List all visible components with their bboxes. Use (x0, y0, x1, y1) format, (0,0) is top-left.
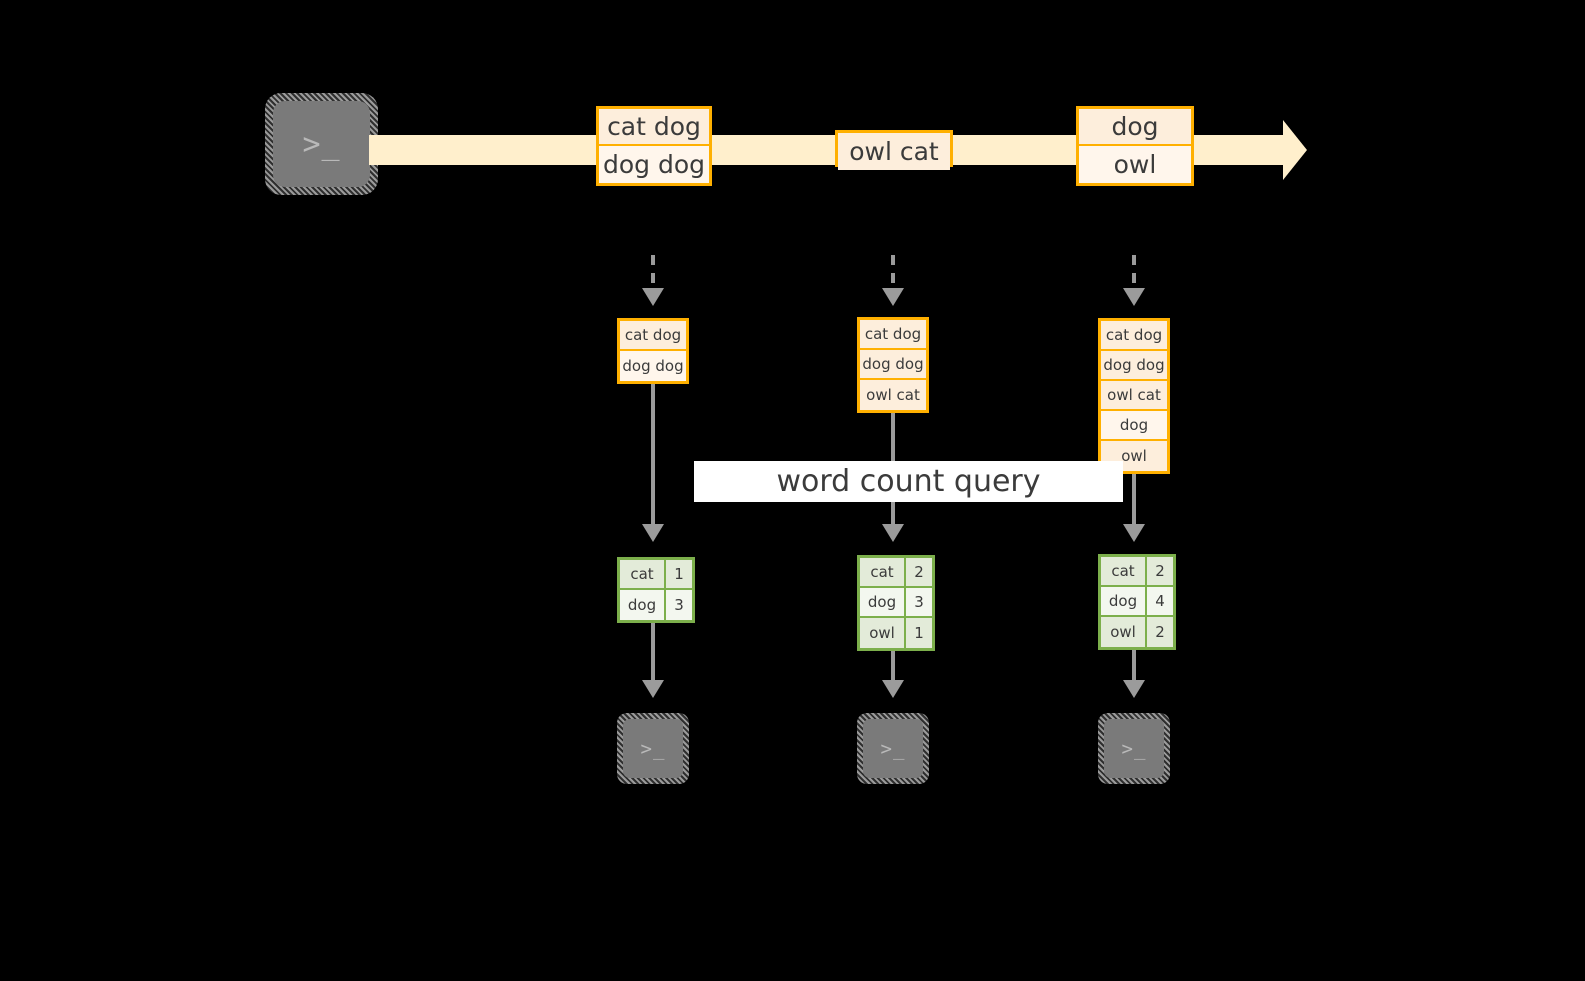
count-cell: 1 (666, 560, 692, 588)
count-cell: 2 (906, 558, 932, 586)
snapshot-1-input-table: cat dog dog dog (617, 318, 689, 384)
table-row: dog 3 (620, 590, 692, 620)
count-cell: 2 (1147, 557, 1173, 585)
snapshot-2-input-table: cat dog dog dog owl cat (857, 317, 929, 413)
stream-record-group-1: cat dog dog dog (596, 106, 712, 186)
terminal-face (623, 719, 683, 778)
terminal-prompt-glyph: >_ (640, 737, 666, 760)
snapshot-1-sink-arrowhead (642, 680, 664, 698)
terminal-face (1104, 719, 1164, 778)
input-line: dog dog (860, 350, 926, 380)
snapshot-3-query-arrowhead (1123, 524, 1145, 542)
word-cell: dog (860, 588, 906, 616)
count-cell: 2 (1147, 617, 1173, 647)
stream-record-line: dog (1079, 109, 1191, 146)
query-label-text: word count query (776, 464, 1041, 499)
input-line: cat dog (1101, 321, 1167, 351)
snapshot-3-tap-arrowhead (1123, 288, 1145, 306)
table-row: cat 2 (860, 558, 932, 588)
table-row: owl 1 (860, 618, 932, 648)
terminal-prompt-glyph: >_ (880, 737, 906, 760)
stream-arrowhead (1283, 120, 1307, 180)
word-cell: dog (620, 590, 666, 620)
word-cell: owl (1101, 617, 1147, 647)
snapshot-1-tap-arrowhead (642, 288, 664, 306)
snapshot-3-sink-arrowhead (1123, 680, 1145, 698)
snapshot-1-tap-line (651, 255, 655, 293)
snapshot-1-result-table: cat 1 dog 3 (617, 557, 695, 623)
count-cell: 4 (1147, 587, 1173, 615)
snapshot-2-query-arrowhead (882, 524, 904, 542)
word-cell: dog (1101, 587, 1147, 615)
snapshot-3-sink-terminal-icon: >_ (1098, 713, 1170, 784)
snapshot-2-sink-arrowhead (882, 680, 904, 698)
stream-record-line: owl cat (838, 133, 950, 170)
terminal-face (863, 719, 923, 778)
table-row: cat 1 (620, 560, 692, 590)
input-line: cat dog (860, 320, 926, 350)
table-row: cat 2 (1101, 557, 1173, 587)
snapshot-2-sink-terminal-icon: >_ (857, 713, 929, 784)
snapshot-3-sink-line (1132, 650, 1136, 685)
snapshot-3-result-table: cat 2 dog 4 owl 2 (1098, 554, 1176, 650)
stream-record-group-3: dog owl (1076, 106, 1194, 186)
snapshot-2-sink-line (891, 651, 895, 685)
word-cell: cat (860, 558, 906, 586)
word-cell: owl (860, 618, 906, 648)
input-line: owl cat (860, 380, 926, 410)
table-row: dog 3 (860, 588, 932, 618)
stream-record-line: dog dog (599, 146, 709, 183)
terminal-face (273, 101, 370, 187)
count-cell: 3 (666, 590, 692, 620)
input-line: dog dog (620, 351, 686, 381)
terminal-prompt-glyph: >_ (302, 126, 341, 162)
snapshot-3-input-table: cat dog dog dog owl cat dog owl (1098, 318, 1170, 474)
snapshot-1-query-line (651, 384, 655, 530)
input-line: owl cat (1101, 381, 1167, 411)
source-terminal-icon: >_ (265, 93, 378, 195)
stream-record-group-2: owl cat (835, 130, 953, 170)
table-row: owl 2 (1101, 617, 1173, 647)
snapshot-2-tap-line (891, 255, 895, 293)
table-row: dog 4 (1101, 587, 1173, 617)
snapshot-2-tap-arrowhead (882, 288, 904, 306)
snapshot-3-query-line (1132, 474, 1136, 530)
count-cell: 3 (906, 588, 932, 616)
snapshot-2-result-table: cat 2 dog 3 owl 1 (857, 555, 935, 651)
query-label-band: word count query (694, 461, 1123, 502)
word-cell: cat (620, 560, 666, 588)
count-cell: 1 (906, 618, 932, 648)
word-cell: cat (1101, 557, 1147, 585)
snapshot-1-sink-line (651, 623, 655, 685)
input-line: dog (1101, 411, 1167, 441)
terminal-prompt-glyph: >_ (1121, 737, 1147, 760)
stream-record-line: cat dog (599, 109, 709, 146)
stream-record-line: owl (1079, 146, 1191, 183)
input-line: cat dog (620, 321, 686, 351)
snapshot-1-query-arrowhead (642, 524, 664, 542)
snapshot-1-sink-terminal-icon: >_ (617, 713, 689, 784)
input-line: dog dog (1101, 351, 1167, 381)
snapshot-3-tap-line (1132, 255, 1136, 293)
